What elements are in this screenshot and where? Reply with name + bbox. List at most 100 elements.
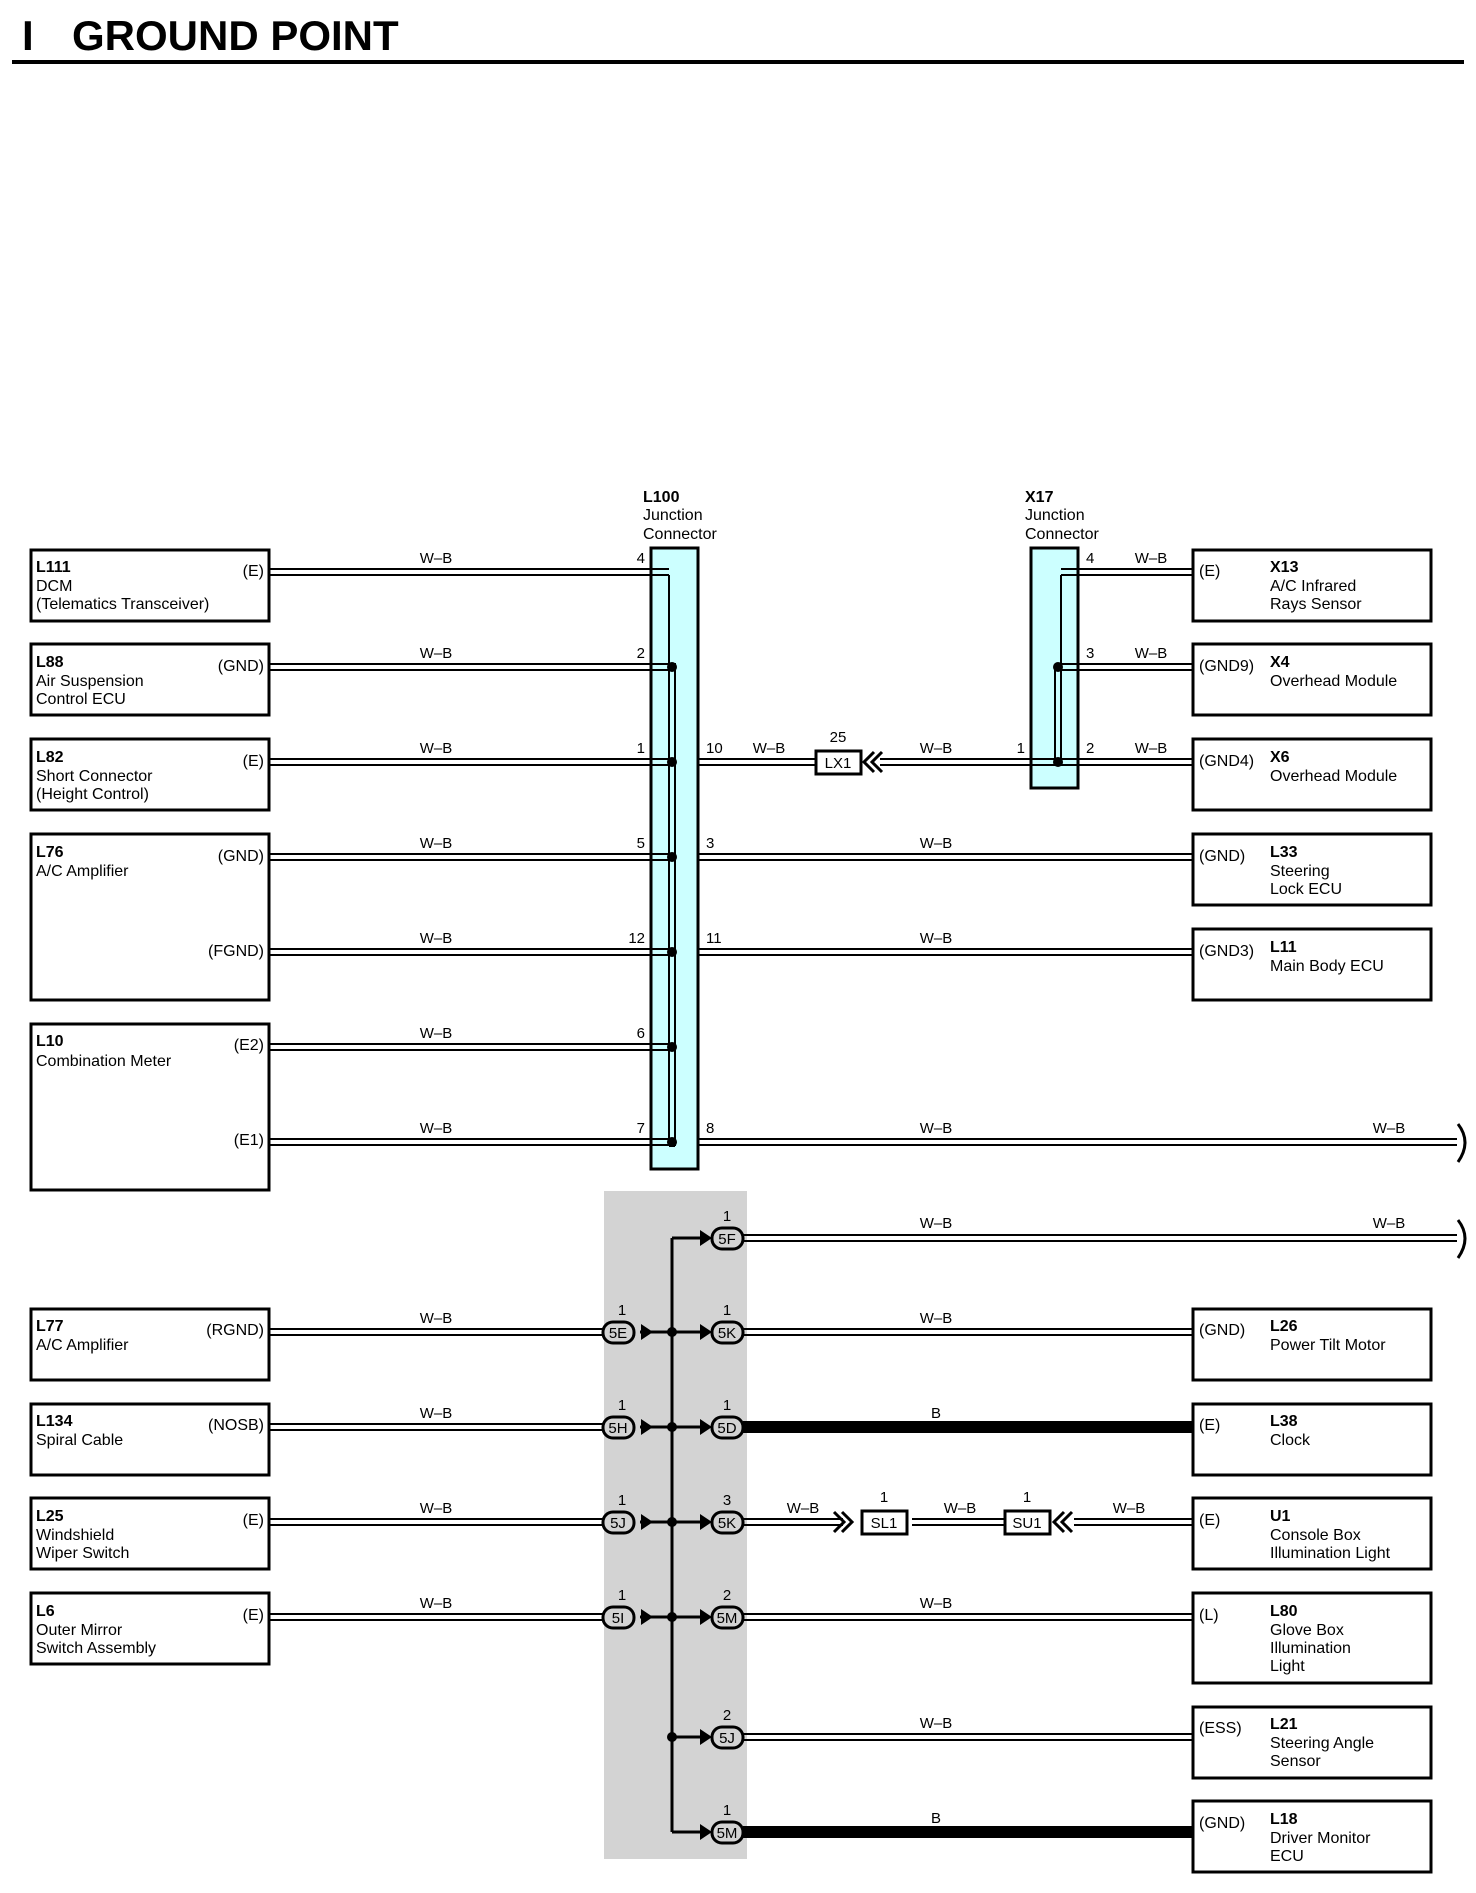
- component-id: U1: [1270, 1508, 1291, 1525]
- wire-labels-lower: W–B W–B W–B W–B W–B W–B W–B B W–B W–B W–…: [420, 1215, 1406, 1827]
- wire-color: W–B: [420, 1120, 453, 1137]
- wire-color: W–B: [420, 550, 453, 567]
- terminal-label: (FGND): [208, 943, 264, 960]
- component-id: L111: [36, 559, 71, 576]
- wire-color: W–B: [1113, 1500, 1146, 1517]
- ground-pill-right: 5F 1: [710, 1208, 745, 1251]
- component-l18: (GND) L18 Driver Monitor ECU: [1191, 1799, 1433, 1874]
- terminal-label: (GND): [1199, 1815, 1245, 1832]
- terminal-label: (NOSB): [208, 1417, 264, 1434]
- page-title: GROUND POINT: [72, 12, 399, 59]
- wire-color: W–B: [420, 1310, 453, 1327]
- pin-number: 2: [723, 1587, 731, 1604]
- component-desc: A/C Amplifier: [36, 863, 129, 880]
- pin-number: 3: [723, 1492, 731, 1509]
- terminal-label: (RGND): [206, 1322, 264, 1339]
- component-x6: (GND4) X6 Overhead Module: [1191, 737, 1433, 812]
- pin-number: 4: [637, 550, 645, 567]
- wire-color: W–B: [420, 740, 453, 757]
- sl1-arrow-icon: [832, 1510, 855, 1534]
- wire-color: W–B: [920, 1120, 953, 1137]
- wire-color: W–B: [920, 740, 953, 757]
- component-desc: Illumination Light: [1270, 1545, 1391, 1562]
- component-l134: L134 Spiral Cable (NOSB): [29, 1402, 271, 1477]
- component-desc: Overhead Module: [1270, 768, 1397, 785]
- wires-upper: [269, 568, 1457, 1146]
- component-l82: L82 Short Connector (Height Control) (E): [29, 737, 271, 812]
- wire-color: W–B: [920, 930, 953, 947]
- component-x13: (E) X13 A/C Infrared Rays Sensor: [1191, 548, 1433, 623]
- component-l6: L6 Outer Mirror Switch Assembly (E): [29, 1591, 271, 1666]
- pill-id: 5M: [717, 1825, 738, 1842]
- terminal-label: (GND): [1199, 848, 1245, 865]
- terminal-label: (L): [1199, 1607, 1219, 1624]
- pin-number: 4: [1086, 550, 1094, 567]
- sl1-connector: [860, 1509, 909, 1536]
- component-desc: Combination Meter: [36, 1053, 172, 1070]
- component-id: L6: [36, 1603, 55, 1620]
- left-pill-arrows: [641, 1324, 653, 1625]
- su1-arrow-icon: [1051, 1510, 1074, 1534]
- ground-pill-left: 5I 1: [601, 1587, 636, 1630]
- x17-splice-dots: [1053, 662, 1063, 767]
- pin-number: 2: [1086, 740, 1094, 757]
- wire-color: W–B: [420, 645, 453, 662]
- component-l88: L88 Air Suspension Control ECU (GND): [29, 642, 271, 717]
- component-desc: ECU: [1270, 1848, 1304, 1865]
- ground-pill-left: 5E 1: [601, 1302, 636, 1345]
- wire-color: W–B: [420, 1500, 453, 1517]
- ground-pill-right: 5J 2: [710, 1707, 745, 1750]
- wire-color: W–B: [1373, 1120, 1406, 1137]
- pin-number: 1: [723, 1802, 731, 1819]
- component-desc: Lock ECU: [1270, 881, 1342, 898]
- component-desc: Sensor: [1270, 1753, 1321, 1770]
- pin-number: 11: [706, 930, 722, 947]
- l100-id: L100: [643, 489, 680, 506]
- component-id: L76: [36, 844, 64, 861]
- terminal-label: (GND): [218, 658, 264, 675]
- x17-desc-1: Junction: [1025, 507, 1085, 524]
- wire-color: W–B: [1373, 1215, 1406, 1232]
- wire-color: W–B: [420, 1595, 453, 1612]
- terminal-label: (E): [243, 563, 264, 580]
- terminal-label: (GND9): [1199, 658, 1254, 675]
- component-l33: (GND) L33 Steering Lock ECU: [1191, 832, 1433, 907]
- component-l38: (E) L38 Clock: [1191, 1402, 1433, 1477]
- component-desc: Driver Monitor: [1270, 1830, 1371, 1847]
- right-pill-arrows: [700, 1230, 712, 1840]
- wire-color: W–B: [920, 1310, 953, 1327]
- wire-color: W–B: [420, 1025, 453, 1042]
- component-l80: (L) L80 Glove Box Illumination Light: [1191, 1591, 1433, 1685]
- component-id: L134: [36, 1413, 73, 1430]
- component-desc: Steering: [1270, 863, 1330, 880]
- pin-number: 2: [723, 1707, 731, 1724]
- ground-pill-right: 5K 3: [710, 1492, 745, 1535]
- wire-color: W–B: [753, 740, 786, 757]
- pill-id: 5J: [719, 1730, 735, 1747]
- terminal-label: (E1): [234, 1132, 264, 1149]
- wires-lower-right: [743, 1234, 1457, 1741]
- pill-id: 5H: [608, 1420, 627, 1437]
- terminal-label: (E): [243, 1512, 264, 1529]
- component-desc: (Height Control): [36, 786, 149, 803]
- terminal-label: (E): [1199, 1512, 1220, 1529]
- wire-color: W–B: [420, 1405, 453, 1422]
- component-id: L10: [36, 1033, 64, 1050]
- component-l26: (GND) L26 Power Tilt Motor: [1191, 1307, 1433, 1382]
- component-desc: Clock: [1270, 1432, 1311, 1449]
- component-id: L18: [1270, 1811, 1298, 1828]
- component-desc: Main Body ECU: [1270, 958, 1384, 975]
- terminal-label: (GND): [1199, 1322, 1245, 1339]
- wire-b-l38: [743, 1421, 1193, 1433]
- pin-number: 1: [1017, 740, 1025, 757]
- terminal-label: (GND): [218, 848, 264, 865]
- component-u1: (E) U1 Console Box Illumination Light: [1191, 1496, 1433, 1571]
- terminal-label: (E): [1199, 1417, 1220, 1434]
- component-desc: Outer Mirror: [36, 1622, 123, 1639]
- component-l21: (ESS) L21 Steering Angle Sensor: [1191, 1705, 1433, 1780]
- sl1-label: SL1: [871, 1515, 898, 1532]
- wire-color: W–B: [1135, 740, 1168, 757]
- terminal-label: (E): [1199, 563, 1220, 580]
- pin-number: 1: [618, 1587, 626, 1604]
- component-desc: Air Suspension: [36, 673, 144, 690]
